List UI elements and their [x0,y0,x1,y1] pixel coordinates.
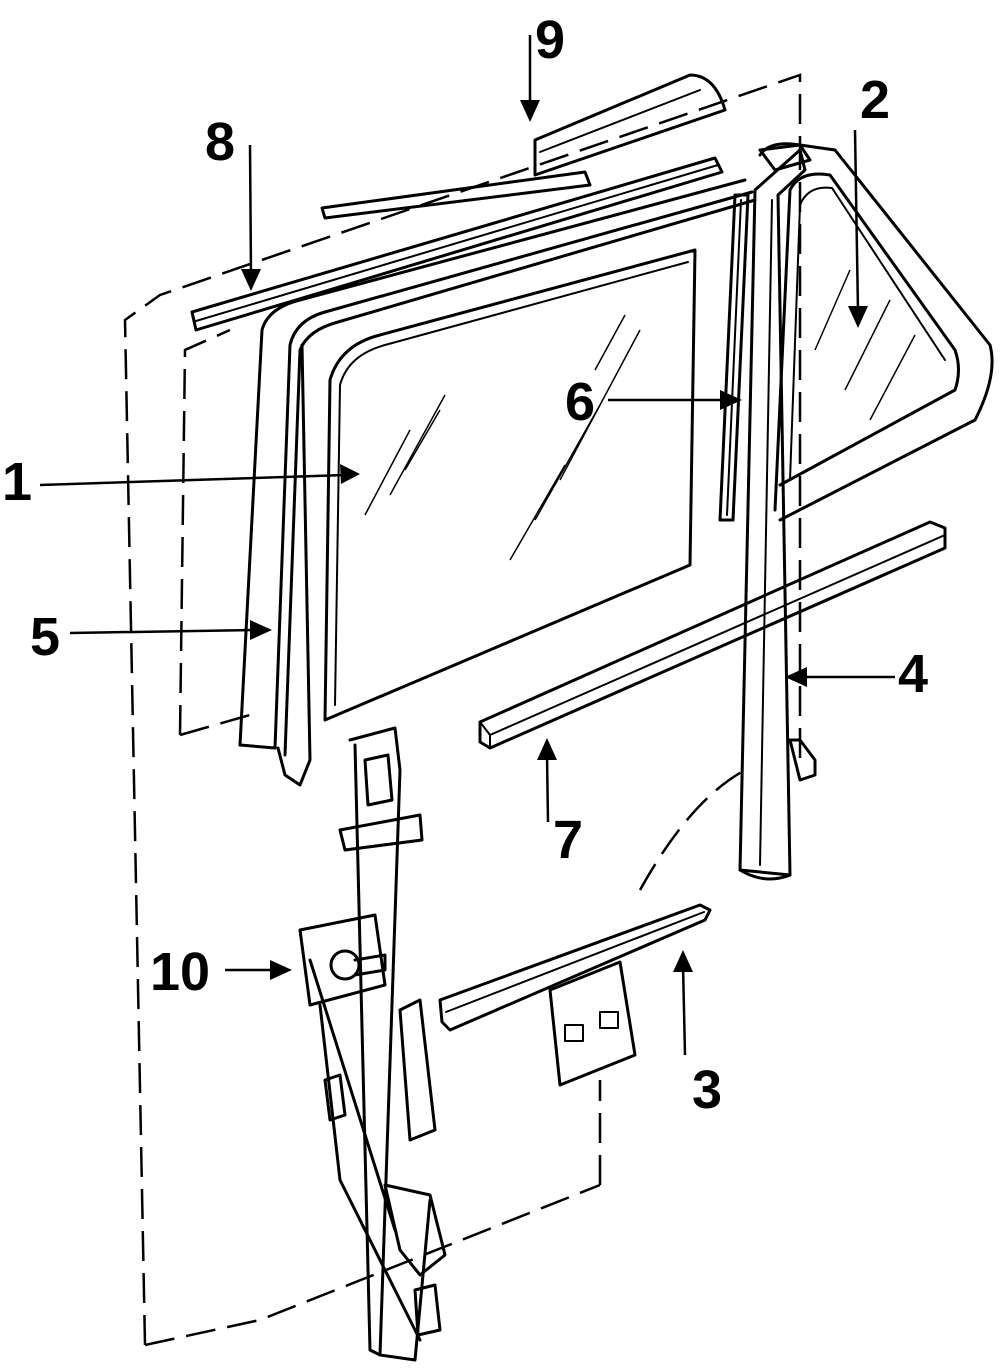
part-6-division-channel [718,193,750,522]
part-1-door-glass [323,248,697,722]
callout-8: 8 [205,112,235,172]
leader-lines [39,35,895,1056]
door-shell-outline [123,73,802,1347]
part-8-channel-strip [190,156,724,332]
callout-7: 7 [553,810,583,870]
callout-2: 2 [860,70,890,130]
part-7-belt-weatherstrip [478,520,947,750]
callout-5: 5 [30,607,60,667]
part-5-run-channel [238,178,757,787]
callout-6: 6 [565,372,595,432]
callout-10: 10 [150,942,210,1002]
callout-3: 3 [692,1060,722,1120]
callout-9: 9 [535,10,565,70]
part-3-glass-sash [438,903,712,1087]
part-4-rear-channel [738,143,817,881]
part-10-window-regulator [298,726,447,1362]
callout-1: 1 [2,452,32,512]
part-2-vent-glass [758,142,994,522]
callout-4: 4 [898,644,928,704]
part-9-upper-molding [320,73,727,220]
